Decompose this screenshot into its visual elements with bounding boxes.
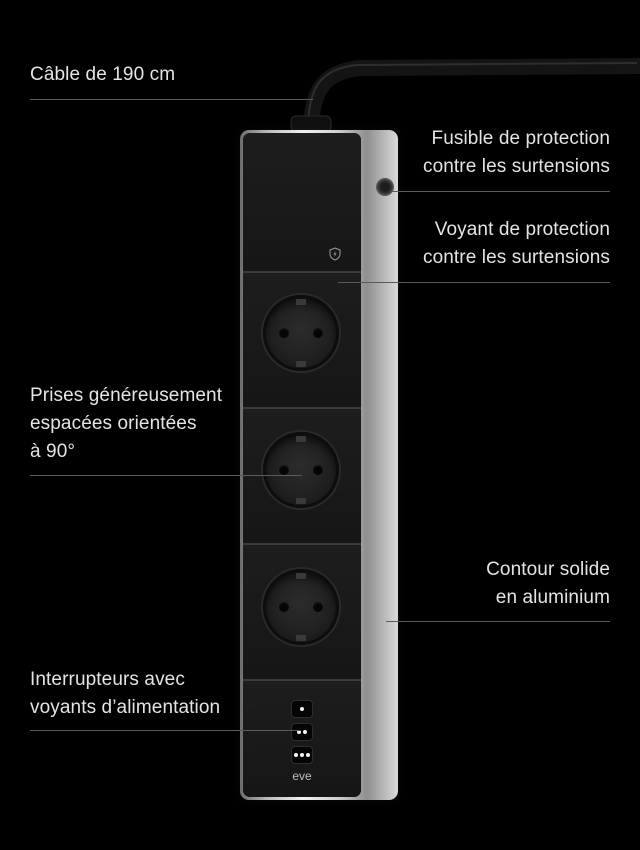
callout-cable-line-1: Câble de 190 cm xyxy=(30,64,176,85)
callout-frame-line-2: en aluminium xyxy=(495,587,610,608)
callout-indicator-line-2: contre les surtensions xyxy=(422,247,610,268)
callout-indicator: Voyant de protection contre les surtensi… xyxy=(423,216,610,272)
leader-line-fuse xyxy=(391,191,610,192)
callout-fuse-line-1: Fusible de protection xyxy=(431,128,610,149)
switch-3[interactable] xyxy=(292,747,312,763)
surge-fuse xyxy=(377,179,393,195)
brand-logo: eve xyxy=(292,769,312,783)
callout-fuse: Fusible de protection contre les surtens… xyxy=(423,125,610,181)
socket-3 xyxy=(263,569,339,645)
top-panel xyxy=(243,133,361,273)
socket-1 xyxy=(263,295,339,371)
callout-switches-line-1: Interrupteurs avec xyxy=(30,669,185,690)
callout-cable: Câble de 190 cm xyxy=(30,61,175,89)
leader-line-sockets xyxy=(30,475,302,476)
socket-2 xyxy=(263,432,339,508)
callout-indicator-line-1: Voyant de protection xyxy=(434,219,610,240)
callout-switches: Interrupteurs avec voyants d’alimentatio… xyxy=(30,666,220,722)
strip-face: eve xyxy=(243,133,361,797)
callout-frame-line-1: Contour solide xyxy=(486,559,610,580)
leader-line-frame xyxy=(386,621,610,622)
leader-line-switches xyxy=(30,730,301,731)
callout-sockets: Prises généreusement espacées orientées … xyxy=(30,382,222,466)
callout-frame: Contour solide en aluminium xyxy=(486,556,610,612)
switch-2[interactable] xyxy=(292,724,312,740)
callout-fuse-line-2: contre les surtensions xyxy=(422,156,610,177)
leader-line-indicator xyxy=(338,282,610,283)
shield-icon xyxy=(329,247,341,261)
callout-switches-line-2: voyants d’alimentation xyxy=(30,697,221,718)
callout-sockets-line-3: à 90° xyxy=(30,441,76,462)
leader-line-cable xyxy=(30,99,313,100)
switch-1[interactable] xyxy=(292,701,312,717)
callout-sockets-line-2: espacées orientées xyxy=(30,413,197,434)
callout-sockets-line-1: Prises généreusement xyxy=(30,385,223,406)
